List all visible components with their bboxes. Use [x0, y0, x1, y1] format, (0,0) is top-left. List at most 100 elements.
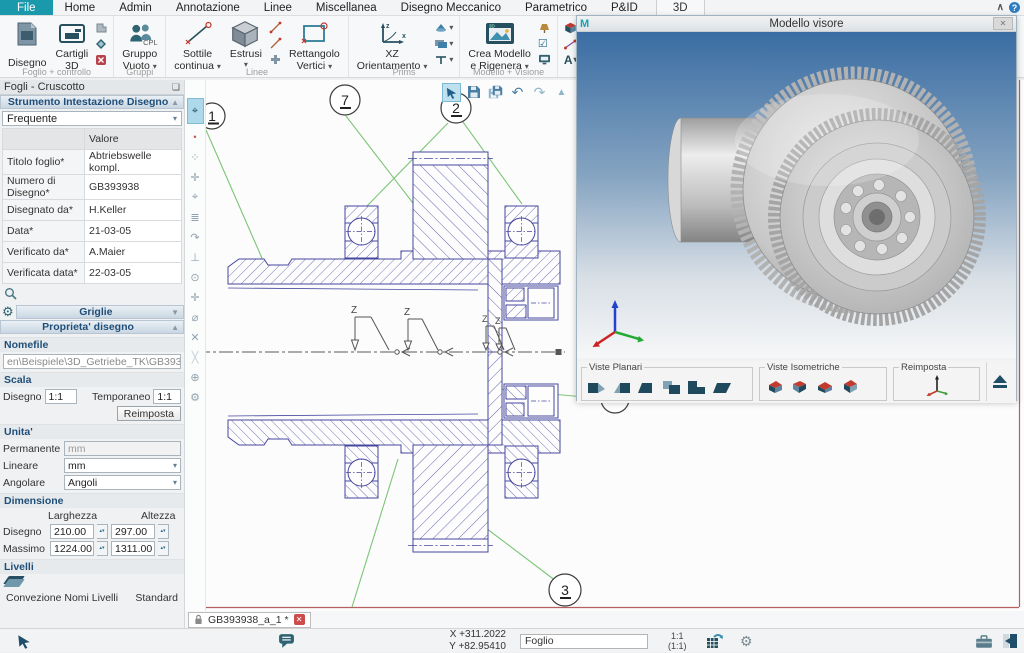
viewer-3d-viewport[interactable] — [577, 32, 1016, 358]
menu-file[interactable]: File — [0, 0, 53, 15]
target-tool[interactable]: ⌖ — [191, 190, 199, 203]
pin-icon[interactable]: ❏ — [171, 81, 180, 92]
viewer-close-icon[interactable]: ✕ — [993, 17, 1013, 30]
viewer-eject-button[interactable] — [986, 362, 1012, 401]
dim-massimo-larghezza-input[interactable]: 1224.00 — [50, 541, 94, 556]
perp-tool[interactable]: ⊥ — [190, 251, 200, 264]
menu-pid[interactable]: P&ID — [611, 1, 638, 14]
menu-home[interactable]: Home — [64, 1, 96, 14]
menu-disegno-meccanico[interactable]: Disegno Meccanico — [400, 1, 502, 14]
rettangolo-vertici-button[interactable]: Rettangolo Vertici ▾ — [287, 19, 342, 73]
save-copy-icon[interactable] — [486, 83, 505, 102]
spinner-icon[interactable]: ▴▾ — [158, 541, 169, 556]
gear-3d-model[interactable] — [667, 66, 986, 326]
delete-tool[interactable]: ✕ — [190, 331, 200, 344]
tsquare-icon[interactable]: ▾ — [436, 55, 454, 64]
iso-view-se-icon[interactable] — [790, 379, 810, 394]
settings-tool[interactable]: ⚙ — [190, 391, 200, 404]
menu-tab-3d-active[interactable]: 3D — [655, 0, 705, 15]
cartigli-3d-button[interactable]: Cartigli 3D — [54, 19, 91, 73]
preset-dropdown[interactable]: Frequente ▾ — [2, 111, 182, 126]
viewer-title-bar[interactable]: M Modello visore ✕ — [577, 16, 1016, 32]
dim-disegno-altezza-input[interactable]: 297.00 — [111, 524, 155, 539]
feedback-bubble-icon[interactable] — [278, 629, 295, 653]
section-header-griglie[interactable]: Griglie ▼ — [15, 305, 184, 319]
planar-view-top-icon[interactable] — [687, 380, 707, 394]
spinner-icon[interactable]: ▴▾ — [97, 524, 108, 539]
planar-view-front-icon[interactable] — [587, 380, 607, 394]
dim-massimo-altezza-input[interactable]: 1311.00 — [111, 541, 155, 556]
iso-view-sw-icon[interactable] — [765, 379, 785, 394]
menu-miscellanea[interactable]: Miscellanea — [315, 1, 377, 14]
iso-view-ne-icon[interactable] — [815, 379, 835, 394]
section-header-proprieta[interactable]: Proprieta' disegno ▲ — [0, 320, 184, 334]
text-tool-icon[interactable]: A▾ — [563, 52, 578, 67]
point-tool[interactable]: • — [193, 132, 197, 142]
gear-icon[interactable]: ⚙ — [2, 304, 14, 319]
section-header-intestazione[interactable]: Strumento Intestazione Disegno ▲ — [0, 95, 184, 109]
exit-panel-icon[interactable] — [1002, 629, 1018, 653]
menu-parametrico[interactable]: Parametrico — [525, 1, 588, 14]
disegno-button[interactable]: Disegno — [6, 19, 49, 70]
select-arrow-icon[interactable] — [442, 82, 461, 102]
segment2-icon[interactable] — [269, 37, 282, 50]
menu-admin[interactable]: Admin — [119, 1, 152, 14]
collapse-arrow-icon[interactable]: ▲ — [171, 97, 179, 107]
planar-view-right-icon[interactable] — [662, 380, 682, 394]
balloon-3[interactable]: 3 — [548, 573, 582, 607]
diameter-tool[interactable]: ⌀ — [191, 311, 199, 324]
tab-close-icon[interactable]: ✕ — [293, 614, 305, 625]
snap-active[interactable]: ⌖ — [186, 98, 204, 124]
document-tab[interactable]: GB393938_a_1 * ✕ — [188, 611, 311, 628]
save-icon[interactable] — [464, 83, 483, 102]
regen-checkbox-icon[interactable]: ☑ — [537, 38, 548, 50]
planar-view-left-icon[interactable] — [637, 380, 657, 394]
viewer-monitor-icon[interactable] — [538, 53, 551, 66]
collapse-arrow-icon[interactable]: ▲ — [171, 322, 179, 332]
diamond-tool-icon[interactable] — [95, 37, 107, 50]
foglio-input[interactable]: Foglio — [520, 633, 648, 649]
expand-arrow-icon[interactable]: ▼ — [171, 307, 179, 317]
iso-view-nw-icon[interactable] — [840, 379, 860, 394]
ribbon-collapse-icon[interactable]: ∧ — [996, 2, 1004, 13]
nomefile-input[interactable]: en\Beispiele\3D_Getriebe_TK\GB393938_a_1… — [3, 354, 181, 369]
xz-orientamento-button[interactable]: z x XZ Orientamento ▾ — [355, 19, 430, 73]
help-icon[interactable]: ? — [1009, 2, 1020, 13]
plus-tool[interactable]: ✛ — [190, 291, 200, 304]
layers-icon[interactable] — [3, 576, 25, 588]
circle-center-tool[interactable]: ⊙ — [190, 271, 200, 284]
cone-view-icon[interactable]: ▾ — [434, 21, 453, 34]
cross2-tool[interactable]: ╳ — [191, 351, 199, 364]
toolbar-collapse-icon[interactable]: ▲ — [556, 86, 567, 98]
scala-temporaneo-input[interactable]: 1:1 — [153, 389, 181, 404]
menu-annotazione[interactable]: Annotazione — [175, 1, 240, 14]
planar-view-bottom-icon[interactable] — [712, 380, 732, 394]
angolare-select[interactable]: Angoli ▾ — [64, 475, 181, 490]
curve-tool[interactable]: ↷ — [190, 231, 200, 244]
gruppo-vuoto-button[interactable]: CPL Gruppo Vuoto ▾ — [120, 19, 159, 73]
estrusi-button[interactable]: Estrusi ▾ — [228, 19, 264, 70]
planar-view-back-icon[interactable] — [612, 380, 632, 394]
scala-disegno-input[interactable]: 1:1 — [44, 389, 78, 404]
undo-icon[interactable]: ↶ — [511, 83, 524, 100]
cursor-mode-icon[interactable] — [16, 629, 32, 653]
delete-sheet-icon[interactable] — [95, 53, 107, 66]
tools-gear-icon[interactable]: ⚙ — [740, 632, 753, 649]
lineare-select[interactable]: mm ▾ — [64, 458, 181, 473]
sheet-table-icon[interactable] — [706, 629, 724, 653]
corner-tool-icon[interactable] — [95, 21, 107, 34]
menu-linee[interactable]: Linee — [263, 1, 292, 14]
dim-disegno-larghezza-input[interactable]: 210.00 — [50, 524, 94, 539]
oplus-tool[interactable]: ⊕ — [190, 371, 200, 384]
part-plus-icon[interactable] — [269, 53, 282, 66]
search-icon[interactable] — [4, 287, 17, 300]
planes-icon[interactable]: ▾ — [434, 37, 453, 50]
reset-view-triad-icon[interactable] — [925, 373, 949, 400]
lamp-icon[interactable] — [538, 21, 551, 34]
list-tool[interactable]: ≣ — [190, 211, 200, 224]
scatter-tool[interactable]: ⁘ — [190, 151, 200, 164]
spinner-icon[interactable]: ▴▾ — [97, 541, 108, 556]
cross-tool[interactable]: ✛ — [190, 171, 200, 184]
briefcase-icon[interactable] — [975, 629, 993, 653]
sottile-continua-button[interactable]: Sottile continua ▾ — [172, 19, 223, 73]
